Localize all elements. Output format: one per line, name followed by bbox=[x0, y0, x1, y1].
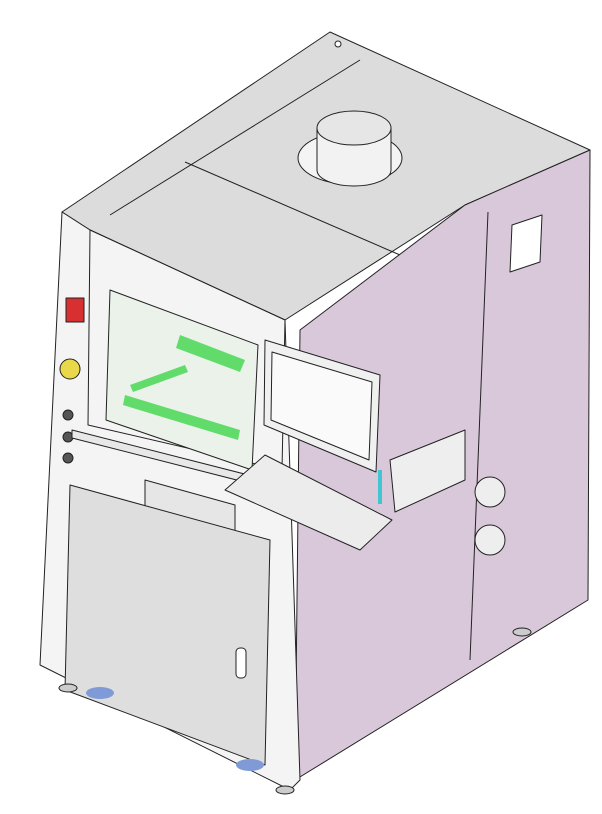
red-switch[interactable] bbox=[65, 297, 85, 323]
top-seam bbox=[109, 59, 361, 216]
caster bbox=[86, 687, 114, 699]
control-button[interactable] bbox=[62, 452, 74, 464]
monitor-screen bbox=[270, 351, 373, 461]
fan-icon bbox=[474, 476, 506, 508]
leveling-foot bbox=[58, 683, 78, 693]
cyan-rod bbox=[378, 470, 382, 504]
fan-icon bbox=[474, 524, 506, 556]
leveling-foot bbox=[512, 627, 532, 637]
inner-rail bbox=[130, 365, 188, 392]
top-seam bbox=[184, 161, 401, 256]
duct-opening bbox=[316, 110, 392, 146]
lower-door bbox=[64, 484, 271, 766]
inner-gantry bbox=[176, 335, 245, 372]
side-seam bbox=[469, 211, 489, 661]
caster bbox=[236, 759, 264, 771]
leveling-foot bbox=[275, 785, 295, 795]
inner-module bbox=[389, 429, 466, 513]
control-button[interactable] bbox=[62, 409, 74, 421]
keyboard-tray bbox=[224, 454, 393, 551]
inner-rail bbox=[123, 395, 240, 440]
top-hole bbox=[334, 40, 342, 48]
door-handle[interactable] bbox=[235, 647, 247, 679]
emergency-stop-button[interactable] bbox=[59, 358, 81, 380]
side-handle bbox=[509, 214, 543, 273]
